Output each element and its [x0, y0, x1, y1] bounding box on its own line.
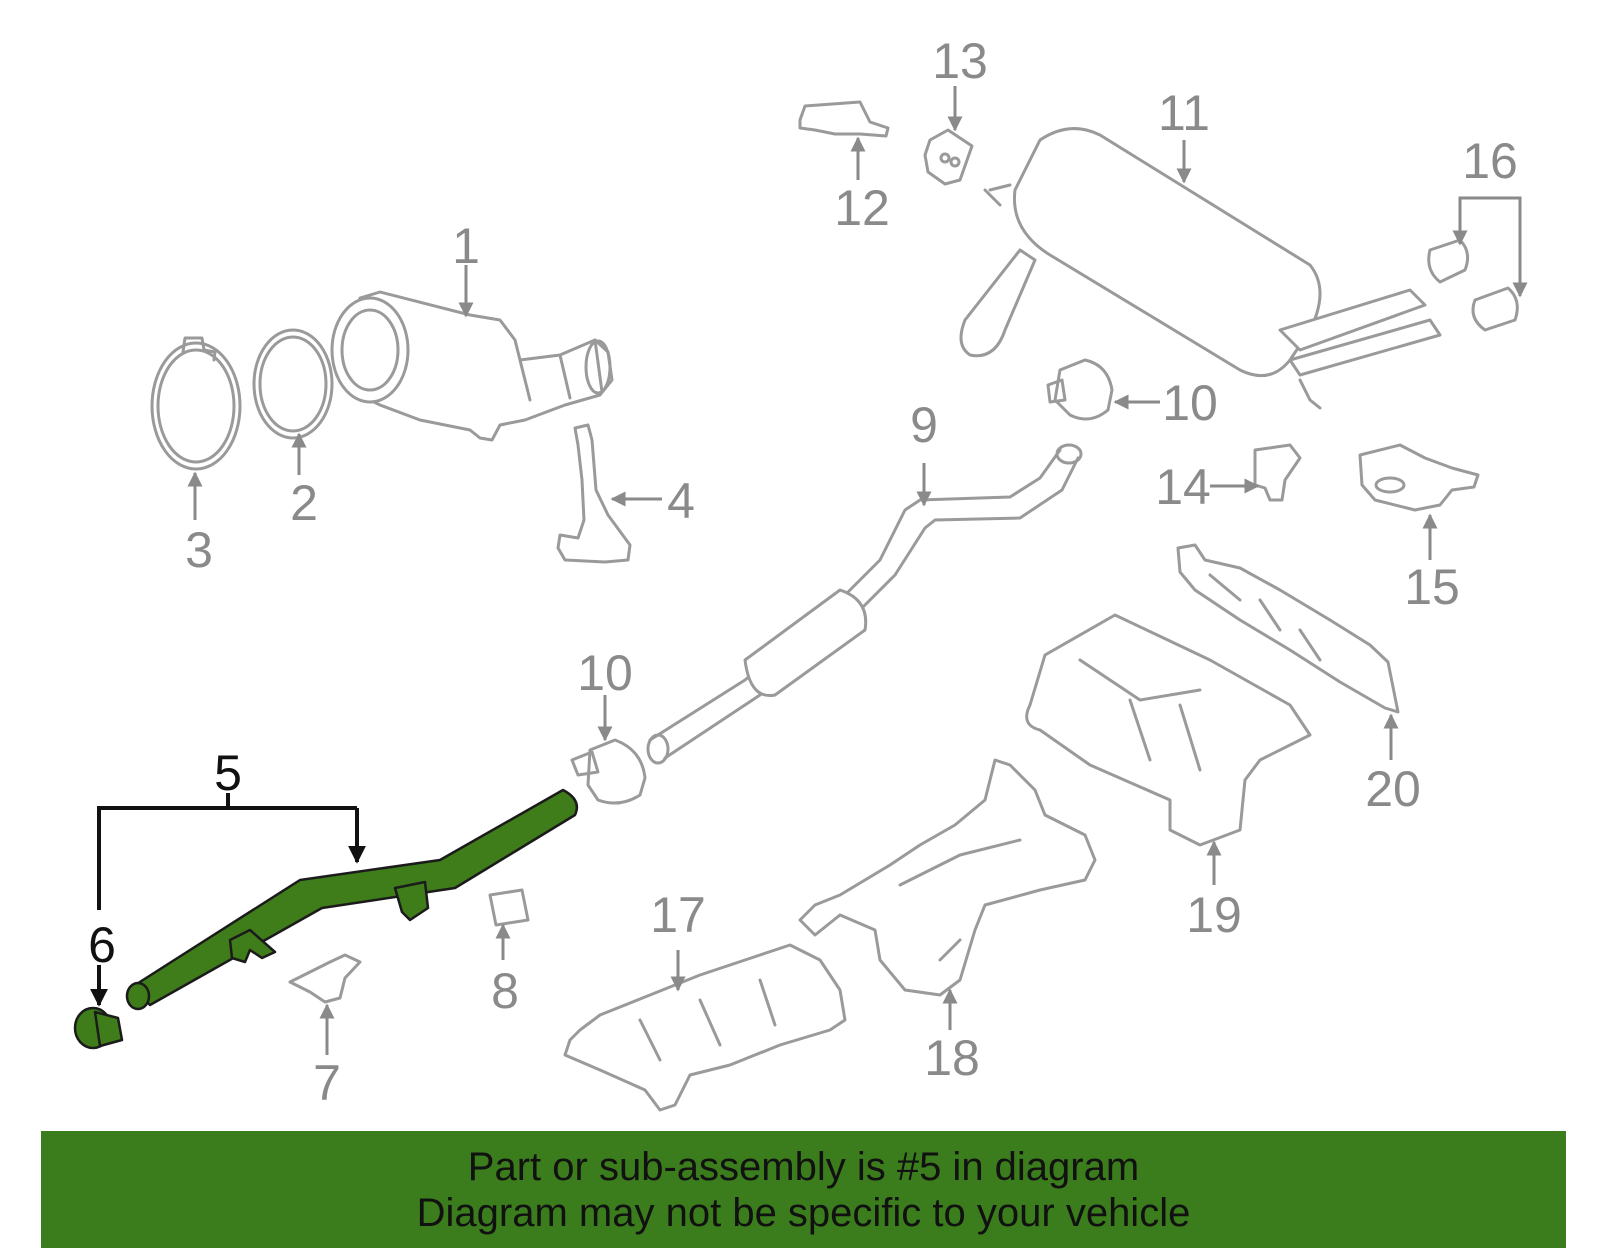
callout-18: 18 [924, 1030, 980, 1086]
part-17-heat-shield [563, 943, 847, 1112]
callout-12: 12 [834, 180, 890, 236]
part-3-clamp [150, 336, 242, 471]
part-14-sensor [1253, 443, 1302, 502]
callout-13: 13 [932, 33, 988, 89]
part-11-muffler [959, 127, 1442, 410]
part-5-front-pipe [125, 788, 579, 1011]
callout-1: 1 [452, 218, 480, 274]
highlight-leaders [90, 793, 366, 1007]
part-8-sleeve [488, 888, 530, 927]
part-1-catalytic-converter [330, 290, 614, 442]
banner-line-1: Part or sub-assembly is #5 in diagram [467, 1144, 1140, 1189]
part-16-exhaust-tips [1427, 238, 1519, 332]
callout-10-upper: 10 [1162, 375, 1218, 431]
callout-5: 5 [214, 745, 242, 801]
callout-16: 16 [1462, 133, 1518, 189]
part-7-hanger [288, 953, 362, 1004]
part-4-bracket [556, 423, 632, 564]
callout-14: 14 [1155, 459, 1211, 515]
callout-19: 19 [1186, 887, 1242, 943]
callout-17: 17 [650, 887, 706, 943]
part-18-heat-shield [798, 758, 1097, 997]
part-13-mount [923, 128, 974, 186]
callout-20: 20 [1365, 761, 1421, 817]
banner-line-2: Diagram may not be specific to your vehi… [416, 1190, 1191, 1235]
part-10-upper-clamp [1046, 358, 1114, 421]
part-2-gasket [252, 328, 334, 440]
callout-9: 9 [910, 397, 938, 453]
part-19-heat-shield [1025, 613, 1312, 847]
callout-6: 6 [88, 917, 116, 973]
part-12-bracket [798, 100, 890, 138]
callout-4: 4 [667, 473, 695, 529]
info-banner: Part or sub-assembly is #5 in diagram Di… [41, 1131, 1566, 1248]
part-6-clamp [73, 1006, 124, 1050]
part-10-lower-clamp [570, 738, 647, 805]
callout-7: 7 [313, 1055, 341, 1111]
part-9-intermediate-pipe [646, 443, 1083, 765]
callout-labels: 1 2 3 4 5 6 7 8 9 10 10 11 12 13 14 15 1… [88, 33, 1518, 1111]
leader-lines [187, 86, 1528, 1055]
callout-3: 3 [185, 522, 213, 578]
callout-2: 2 [290, 475, 318, 531]
callout-15: 15 [1404, 559, 1460, 615]
callout-11: 11 [1158, 85, 1210, 141]
part-15-bracket [1358, 443, 1480, 512]
callout-8: 8 [491, 963, 519, 1019]
callout-10-lower: 10 [577, 645, 633, 701]
part-20-heat-shield [1176, 543, 1400, 714]
